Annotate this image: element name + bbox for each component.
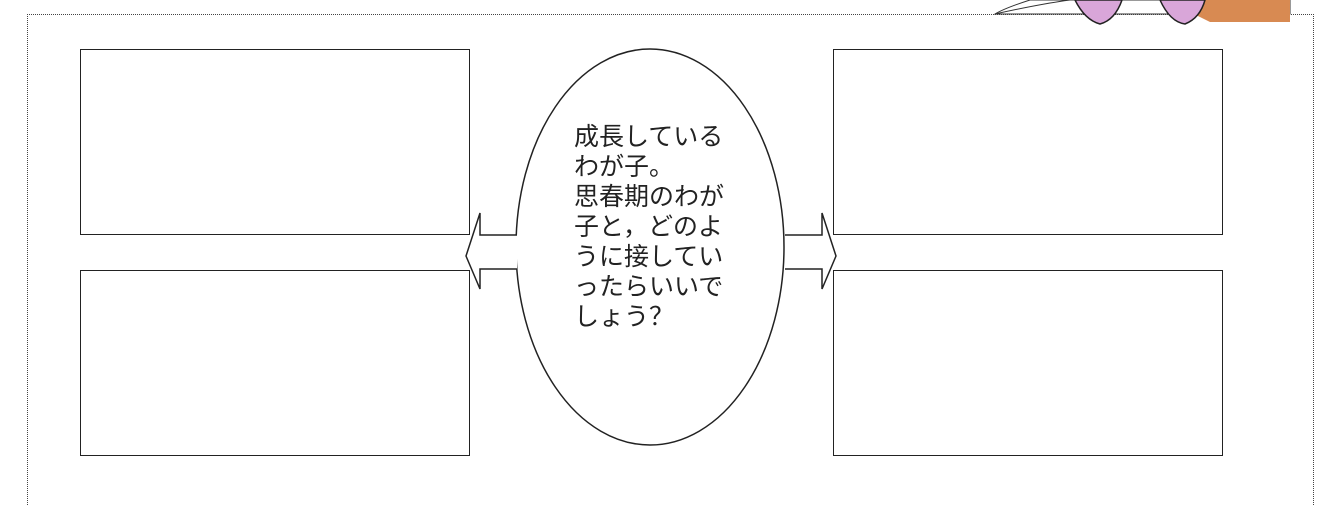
pink-eye-left xyxy=(1074,0,1123,25)
right-arrow xyxy=(785,212,837,290)
answer-box-left-bottom[interactable] xyxy=(80,270,470,456)
question-line: うに接してい xyxy=(574,242,724,271)
dotted-frame-right xyxy=(1313,14,1314,505)
answer-box-left-top[interactable] xyxy=(80,49,470,235)
question-line: 子と，どのよ xyxy=(574,212,724,241)
pink-eye-right xyxy=(1159,0,1206,25)
central-question: 成長している わが子。 思春期のわが 子と，どのよ うに接してい ったらいいで … xyxy=(574,122,754,332)
corner-illustration xyxy=(993,0,1291,25)
question-line: わが子。 xyxy=(574,152,675,181)
dotted-frame-left xyxy=(27,14,28,505)
left-arrow xyxy=(465,212,517,290)
answer-box-right-top[interactable] xyxy=(833,49,1223,235)
question-line: しょう？ xyxy=(574,302,675,331)
question-line: 思春期のわが xyxy=(574,182,725,211)
dotted-frame-top xyxy=(27,14,1314,15)
question-line: ったらいいで xyxy=(574,272,724,301)
answer-box-right-bottom[interactable] xyxy=(833,270,1223,456)
question-line: 成長している xyxy=(574,122,724,151)
